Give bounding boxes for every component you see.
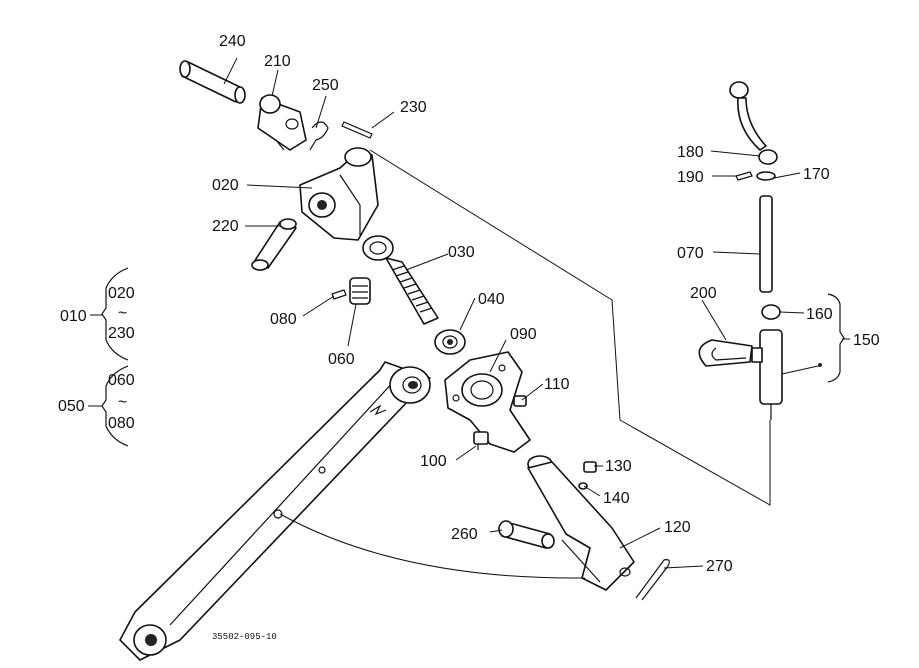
nipple-130	[583, 461, 597, 473]
pin-230	[341, 121, 373, 139]
shaft-070	[759, 195, 773, 293]
bracket-150	[827, 293, 845, 383]
label-100: 100	[420, 453, 447, 470]
connection-lines	[279, 149, 771, 579]
group-050: 050 060 ~ 080	[58, 372, 135, 432]
pin-260	[498, 520, 555, 549]
label-140: 140	[603, 490, 630, 507]
label-240: 240	[219, 33, 246, 50]
label-220: 220	[212, 218, 239, 235]
collar-160	[761, 304, 781, 320]
label-200: 200	[690, 285, 717, 302]
label-090: 090	[510, 326, 537, 343]
group-050-tilde: ~	[118, 394, 127, 411]
label-110: 110	[544, 376, 570, 393]
pin-190	[735, 171, 753, 181]
label-130: 130	[605, 458, 632, 475]
label-020: 020	[212, 177, 239, 194]
label-270: 270	[706, 558, 733, 575]
cap-080	[331, 289, 347, 300]
callout-labels: 240 210 250 230 020 220 030 080 060 040 …	[212, 33, 880, 575]
label-180: 180	[677, 144, 704, 161]
flange-body-090	[444, 351, 531, 453]
group-010-from: 020	[108, 285, 135, 302]
label-160: 160	[806, 306, 833, 323]
clevis-210	[257, 94, 307, 151]
adjuster-screw-030	[362, 235, 439, 325]
group-050-id: 050	[58, 398, 85, 415]
bolt-100	[473, 431, 489, 450]
group-010-tilde: ~	[118, 305, 127, 322]
pin-270	[635, 559, 670, 601]
leader-lines	[223, 57, 850, 569]
label-070: 070	[677, 245, 704, 262]
label-150: 150	[853, 332, 880, 349]
drawing-number: 35502-095-10	[212, 632, 277, 642]
label-230: 230	[400, 99, 427, 116]
pin-220	[251, 218, 297, 271]
group-050-from: 060	[108, 372, 135, 389]
label-080: 080	[270, 311, 297, 328]
lever-180	[729, 81, 778, 165]
clip-250	[309, 121, 329, 151]
bushing-040	[434, 329, 466, 355]
washer-170	[756, 171, 776, 181]
label-120: 120	[664, 519, 691, 536]
label-030: 030	[448, 244, 475, 261]
label-040: 040	[478, 291, 505, 308]
label-170: 170	[803, 166, 830, 183]
housing-150	[751, 329, 783, 420]
group-010-to: 230	[108, 325, 135, 342]
group-010-id: 010	[60, 308, 87, 325]
lower-rod-120	[527, 455, 635, 591]
spring-200	[698, 339, 753, 367]
group-010: 010 020 ~ 230	[60, 285, 135, 342]
fitting-060	[349, 277, 371, 305]
group-050-to: 080	[108, 415, 135, 432]
label-210: 210	[264, 53, 291, 70]
lower-link-arm	[119, 361, 431, 661]
washer-140	[578, 482, 588, 490]
label-250: 250	[312, 77, 339, 94]
bolt-110	[513, 395, 527, 407]
group-brackets	[88, 267, 129, 447]
pin-240	[179, 60, 246, 104]
label-190: 190	[677, 169, 704, 186]
upper-housing-020	[299, 147, 379, 241]
label-060: 060	[328, 351, 355, 368]
label-260: 260	[451, 526, 478, 543]
